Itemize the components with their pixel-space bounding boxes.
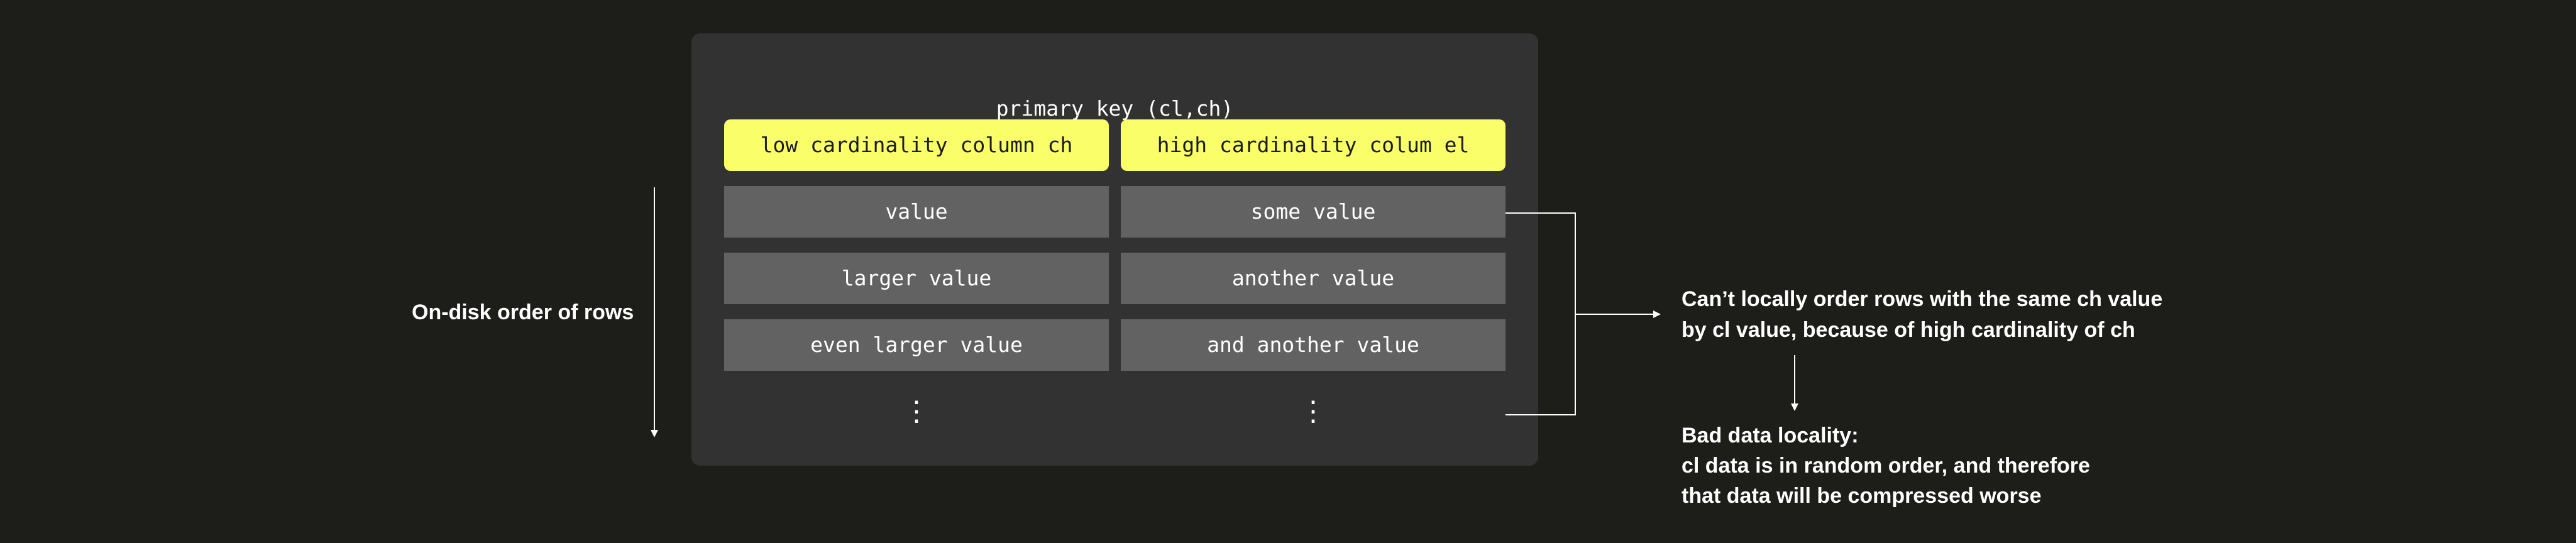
bad-locality-line-3: that data will be compressed worse	[1682, 484, 2042, 508]
el-value-cell: some value	[1121, 186, 1505, 238]
el-value-cell: and another value	[1121, 319, 1505, 371]
column-header-el: high cardinality colum el	[1121, 119, 1505, 171]
primary-key-panel: primary key (cl,ch) low cardinality colu…	[691, 33, 1538, 466]
el-ellipsis: ⋮	[1299, 395, 1327, 427]
ch-value-cell: larger value	[724, 253, 1109, 304]
bad-locality-line-2: cl data is in random order, and therefor…	[1682, 454, 2090, 478]
ch-value-cell: value	[724, 186, 1109, 238]
locality-note-line-1: Can’t locally order rows with the same c…	[1682, 287, 2163, 311]
bad-locality-line-1: Bad data locality:	[1682, 424, 1859, 447]
ch-value-cell: even larger value	[724, 319, 1109, 371]
ch-ellipsis: ⋮	[903, 395, 930, 427]
el-value-cell: another value	[1121, 253, 1505, 304]
on-disk-order-label: On-disk order of rows	[412, 300, 634, 324]
column-header-ch: low cardinality column ch	[724, 119, 1109, 171]
primary-key-title: primary key (cl,ch)	[996, 96, 1234, 121]
locality-note-line-2: by cl value, because of high cardinality…	[1682, 318, 2135, 342]
